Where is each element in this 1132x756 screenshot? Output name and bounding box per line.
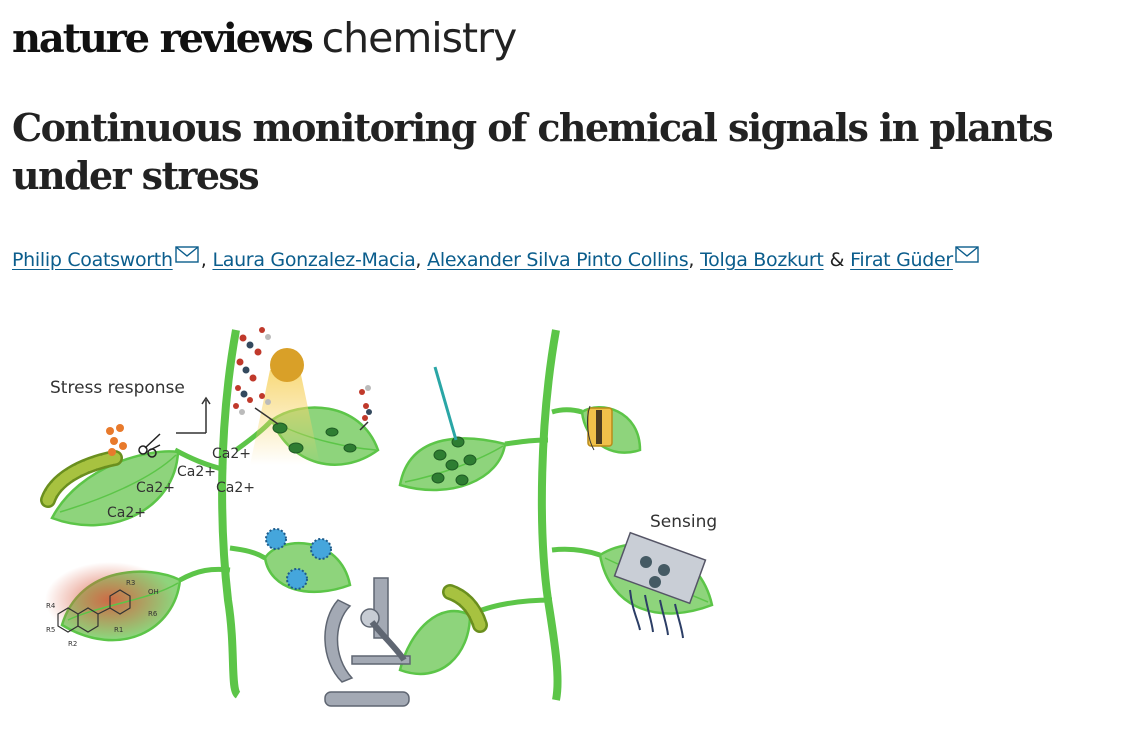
ion-label: Ca2+ <box>107 505 146 521</box>
ion-label: Ca2+ <box>136 480 175 496</box>
substituent-label: R4 <box>46 602 56 610</box>
chemical-structure-icon <box>57 589 131 633</box>
substituent-labels: R3 R4 R5 R2 R1 R6 OH <box>46 579 159 648</box>
substituent-label: R3 <box>126 579 135 587</box>
calcium-ion-labels: Ca2+ Ca2+ Ca2+ Ca2+ Ca2+ <box>107 446 255 521</box>
author-list: Philip Coatsworth , Laura Gonzalez-Macia… <box>12 246 981 274</box>
author-link-coatsworth[interactable]: Philip Coatsworth <box>12 249 173 271</box>
caterpillar-icon <box>40 450 123 508</box>
journal-name-bold: nature reviews <box>12 15 314 62</box>
author-link-guder[interactable]: Firat Güder <box>850 249 953 271</box>
author-link-gonzalez-macia[interactable]: Laura Gonzalez-Macia <box>212 249 416 271</box>
author-separator: , <box>415 249 422 271</box>
ion-label: Ca2+ <box>216 480 255 496</box>
substituent-label: R5 <box>46 626 55 634</box>
damage-signal-dots <box>106 424 127 456</box>
ion-label: Ca2+ <box>212 446 251 462</box>
article-title: Continuous monitoring of chemical signal… <box>12 105 1054 198</box>
stomata-icon <box>272 422 477 486</box>
substituent-label: OH <box>148 588 159 596</box>
scissors-icon <box>138 433 161 458</box>
caterpillar-icon <box>442 584 488 633</box>
journal-masthead[interactable]: nature reviews chemistry <box>12 14 518 70</box>
journal-name-light: chemistry <box>321 14 518 62</box>
microscope-icon <box>324 577 411 707</box>
microneedle-probe <box>433 366 458 441</box>
author-link-bozkurt[interactable]: Tolga Bozkurt <box>700 249 824 271</box>
sun-icon <box>270 348 304 382</box>
sensing-label: Sensing <box>650 512 717 532</box>
ion-label: Ca2+ <box>177 464 216 480</box>
author-separator: , <box>200 249 207 271</box>
stress-response-graph <box>176 396 211 434</box>
wearable-patch-icon <box>586 405 613 451</box>
author-separator: & <box>829 249 845 271</box>
article-figure: Stress response Ca2+ Ca2+ Ca2+ Ca2+ Ca2+… <box>40 327 717 707</box>
sunlight-beam <box>250 370 320 465</box>
substituent-label: R2 <box>68 640 77 648</box>
author-separator: , <box>688 249 695 271</box>
email-icon[interactable] <box>174 246 199 268</box>
substituent-label: R1 <box>114 626 123 634</box>
author-link-collins[interactable]: Alexander Silva Pinto Collins <box>427 249 689 271</box>
volatile-molecules-icon <box>233 327 372 431</box>
substituent-label: R6 <box>148 610 158 618</box>
stress-response-label: Stress response <box>50 378 185 398</box>
pathogen-icon <box>265 528 332 590</box>
sensing-device-icon <box>613 531 707 639</box>
email-icon[interactable] <box>955 246 979 268</box>
